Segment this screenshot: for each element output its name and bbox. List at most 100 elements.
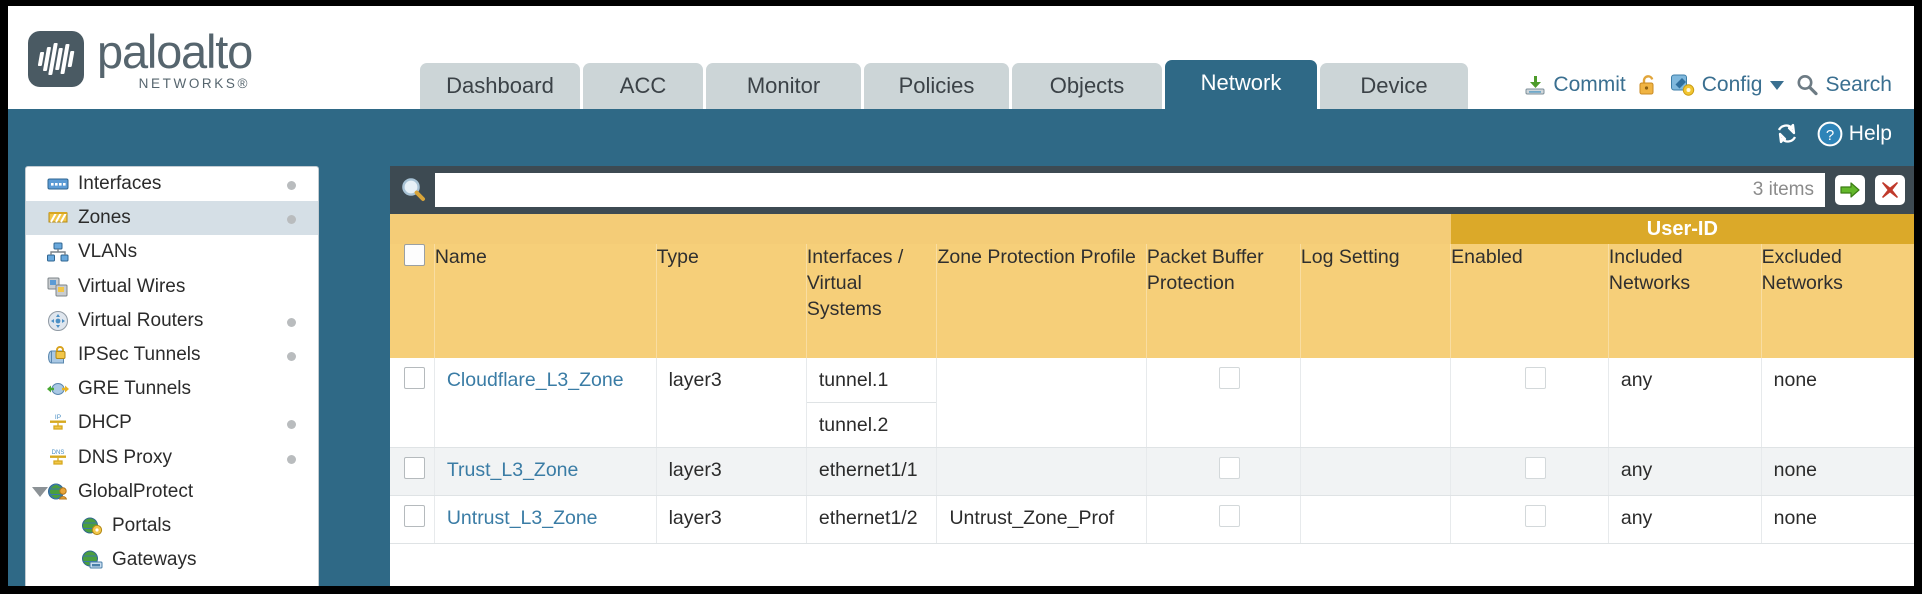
sidebar-item-dhcp[interactable]: IP DHCP	[26, 406, 318, 440]
cell-included-networks: any	[1608, 447, 1762, 496]
cell-type: layer3	[656, 358, 807, 448]
config-menu-button[interactable]: Config	[1670, 73, 1785, 97]
apply-filter-button[interactable]	[1835, 175, 1865, 205]
column-header-log-setting[interactable]: Log Setting	[1300, 244, 1452, 358]
sidebar-item-label: DHCP	[78, 412, 132, 434]
interfaces-icon	[46, 173, 70, 195]
sidebar-item-label: Interfaces	[78, 173, 162, 195]
tab-acc[interactable]: ACC	[583, 63, 703, 109]
row-checkbox[interactable]	[404, 505, 425, 527]
green-arrow-apply-icon	[1840, 182, 1860, 198]
row-checkbox[interactable]	[404, 457, 425, 479]
padlock-unlocked-icon[interactable]	[1637, 73, 1659, 97]
chevron-down-icon[interactable]	[1770, 80, 1785, 90]
tab-monitor[interactable]: Monitor	[706, 63, 861, 109]
sidebar-item-gateways[interactable]: Gateways	[26, 543, 318, 577]
cell-packet-buffer-protection	[1146, 495, 1301, 544]
table-group-header-row: User-ID	[390, 214, 1914, 244]
sidebar-item-label: VLANs	[78, 241, 138, 263]
table-header-row: Name Type Interfaces / Virtual Systems Z…	[390, 244, 1914, 358]
column-header-included-networks[interactable]: Included Networks	[1608, 244, 1762, 358]
help-button[interactable]: ? Help	[1817, 121, 1892, 147]
top-header: paloalto NETWORKS® Dashboard ACC Monitor…	[8, 6, 1914, 109]
sidebar-item-virtual-wires[interactable]: Virtual Wires	[26, 270, 318, 304]
sidebar-item-portals[interactable]: Portals	[26, 509, 318, 543]
search-magnifier-icon[interactable]	[398, 175, 428, 205]
column-header-zone-protection-profile[interactable]: Zone Protection Profile	[936, 244, 1147, 358]
sidebar-item-zones[interactable]: Zones	[26, 201, 318, 236]
cell-interfaces: tunnel.1 tunnel.2	[806, 358, 938, 448]
tab-dashboard[interactable]: Dashboard	[420, 63, 580, 109]
column-header-type[interactable]: Type	[656, 244, 807, 358]
sidebar-item-label: IPSec Tunnels	[78, 344, 201, 366]
tab-device[interactable]: Device	[1320, 63, 1468, 109]
table-row[interactable]: Untrust_L3_Zone layer3 ethernet1/2 Untru…	[390, 495, 1914, 544]
sub-header-band: ? Help	[8, 109, 1914, 166]
config-label: Config	[1701, 73, 1763, 96]
column-header-enabled[interactable]: Enabled	[1450, 244, 1609, 358]
sidebar-item-label: GlobalProtect	[78, 480, 194, 502]
userid-enabled-checkbox[interactable]	[1525, 457, 1547, 479]
application-window: paloalto NETWORKS® Dashboard ACC Monitor…	[8, 6, 1914, 586]
sidebar-item-label: Portals	[112, 514, 172, 536]
search-toolbar: 3 items	[390, 166, 1914, 214]
sidebar-item-label: DNS Proxy	[78, 446, 172, 468]
sidebar-item-dns-proxy[interactable]: DNS DNS Proxy	[26, 441, 318, 475]
tab-network[interactable]: Network	[1165, 60, 1317, 109]
band-actions: ? Help	[1773, 121, 1892, 147]
sidebar-item-vlans[interactable]: VLANs	[26, 235, 318, 269]
sidebar-item-globalprotect[interactable]: GlobalProtect	[26, 475, 318, 509]
packet-buffer-protection-checkbox[interactable]	[1218, 367, 1240, 389]
content-panel: 3 items	[390, 166, 1914, 586]
table-row[interactable]: Trust_L3_Zone layer3 ethernet1/1	[390, 447, 1914, 496]
commit-button[interactable]: Commit	[1523, 73, 1626, 97]
globalprotect-icon	[46, 481, 70, 503]
column-header-packet-buffer-protection[interactable]: Packet Buffer Protection	[1146, 244, 1301, 358]
column-header-name[interactable]: Name	[434, 244, 657, 358]
search-icon	[1797, 75, 1819, 96]
sidebar-item-gre-tunnels[interactable]: GRE Tunnels	[26, 372, 318, 406]
cell-userid-enabled	[1450, 358, 1609, 448]
interface-list: ethernet1/1	[807, 448, 937, 492]
cell-log-setting	[1300, 495, 1452, 544]
interface-item: ethernet1/1	[818, 459, 918, 481]
sidebar-item-interfaces[interactable]: Interfaces	[26, 167, 318, 201]
row-select-cell	[390, 447, 435, 496]
select-all-checkbox[interactable]	[404, 244, 425, 266]
cell-zone-protection-profile	[936, 358, 1147, 448]
search-label: Search	[1825, 73, 1892, 96]
packet-buffer-protection-checkbox[interactable]	[1218, 457, 1240, 479]
search-button[interactable]: Search	[1795, 73, 1892, 97]
row-select-cell	[390, 358, 435, 448]
select-all-header-cell	[390, 244, 435, 358]
userid-enabled-checkbox[interactable]	[1525, 505, 1547, 527]
zone-name-link[interactable]: Untrust_L3_Zone	[446, 507, 598, 529]
clear-filter-button[interactable]	[1875, 175, 1905, 205]
column-header-interfaces-line3: Systems	[806, 298, 882, 320]
cell-log-setting	[1300, 358, 1452, 448]
sidebar-item-virtual-routers[interactable]: Virtual Routers	[26, 304, 318, 338]
item-count-label: 3 items	[1752, 179, 1814, 200]
help-label: Help	[1848, 122, 1892, 145]
sidebar-item-ipsec-tunnels[interactable]: IPSec Tunnels	[26, 338, 318, 372]
refresh-icon[interactable]	[1773, 121, 1801, 147]
status-dot	[287, 215, 296, 225]
tab-objects[interactable]: Objects	[1012, 63, 1162, 109]
table-row[interactable]: Cloudflare_L3_Zone layer3 tunnel.1 tunne…	[390, 358, 1914, 448]
cell-log-setting	[1300, 447, 1452, 496]
top-action-bar: Commit Config	[1523, 73, 1892, 97]
zones-icon	[46, 207, 70, 229]
zone-name-link[interactable]: Cloudflare_L3_Zone	[446, 369, 624, 391]
expander-triangle-icon[interactable]	[32, 486, 48, 497]
column-header-interfaces[interactable]: Interfaces / Virtual Systems	[806, 244, 938, 358]
tab-policies[interactable]: Policies	[864, 63, 1009, 109]
search-input[interactable]: 3 items	[435, 173, 1825, 207]
group-header-user-id: User-ID	[1450, 214, 1914, 244]
column-header-excluded-networks[interactable]: Excluded Networks	[1761, 244, 1914, 358]
cell-userid-enabled	[1450, 447, 1609, 496]
userid-enabled-checkbox[interactable]	[1525, 367, 1547, 389]
zone-name-link[interactable]: Trust_L3_Zone	[446, 459, 579, 481]
packet-buffer-protection-checkbox[interactable]	[1218, 505, 1240, 527]
row-checkbox[interactable]	[404, 367, 425, 389]
main-tab-bar: Dashboard ACC Monitor Policies Objects N…	[420, 60, 1468, 109]
